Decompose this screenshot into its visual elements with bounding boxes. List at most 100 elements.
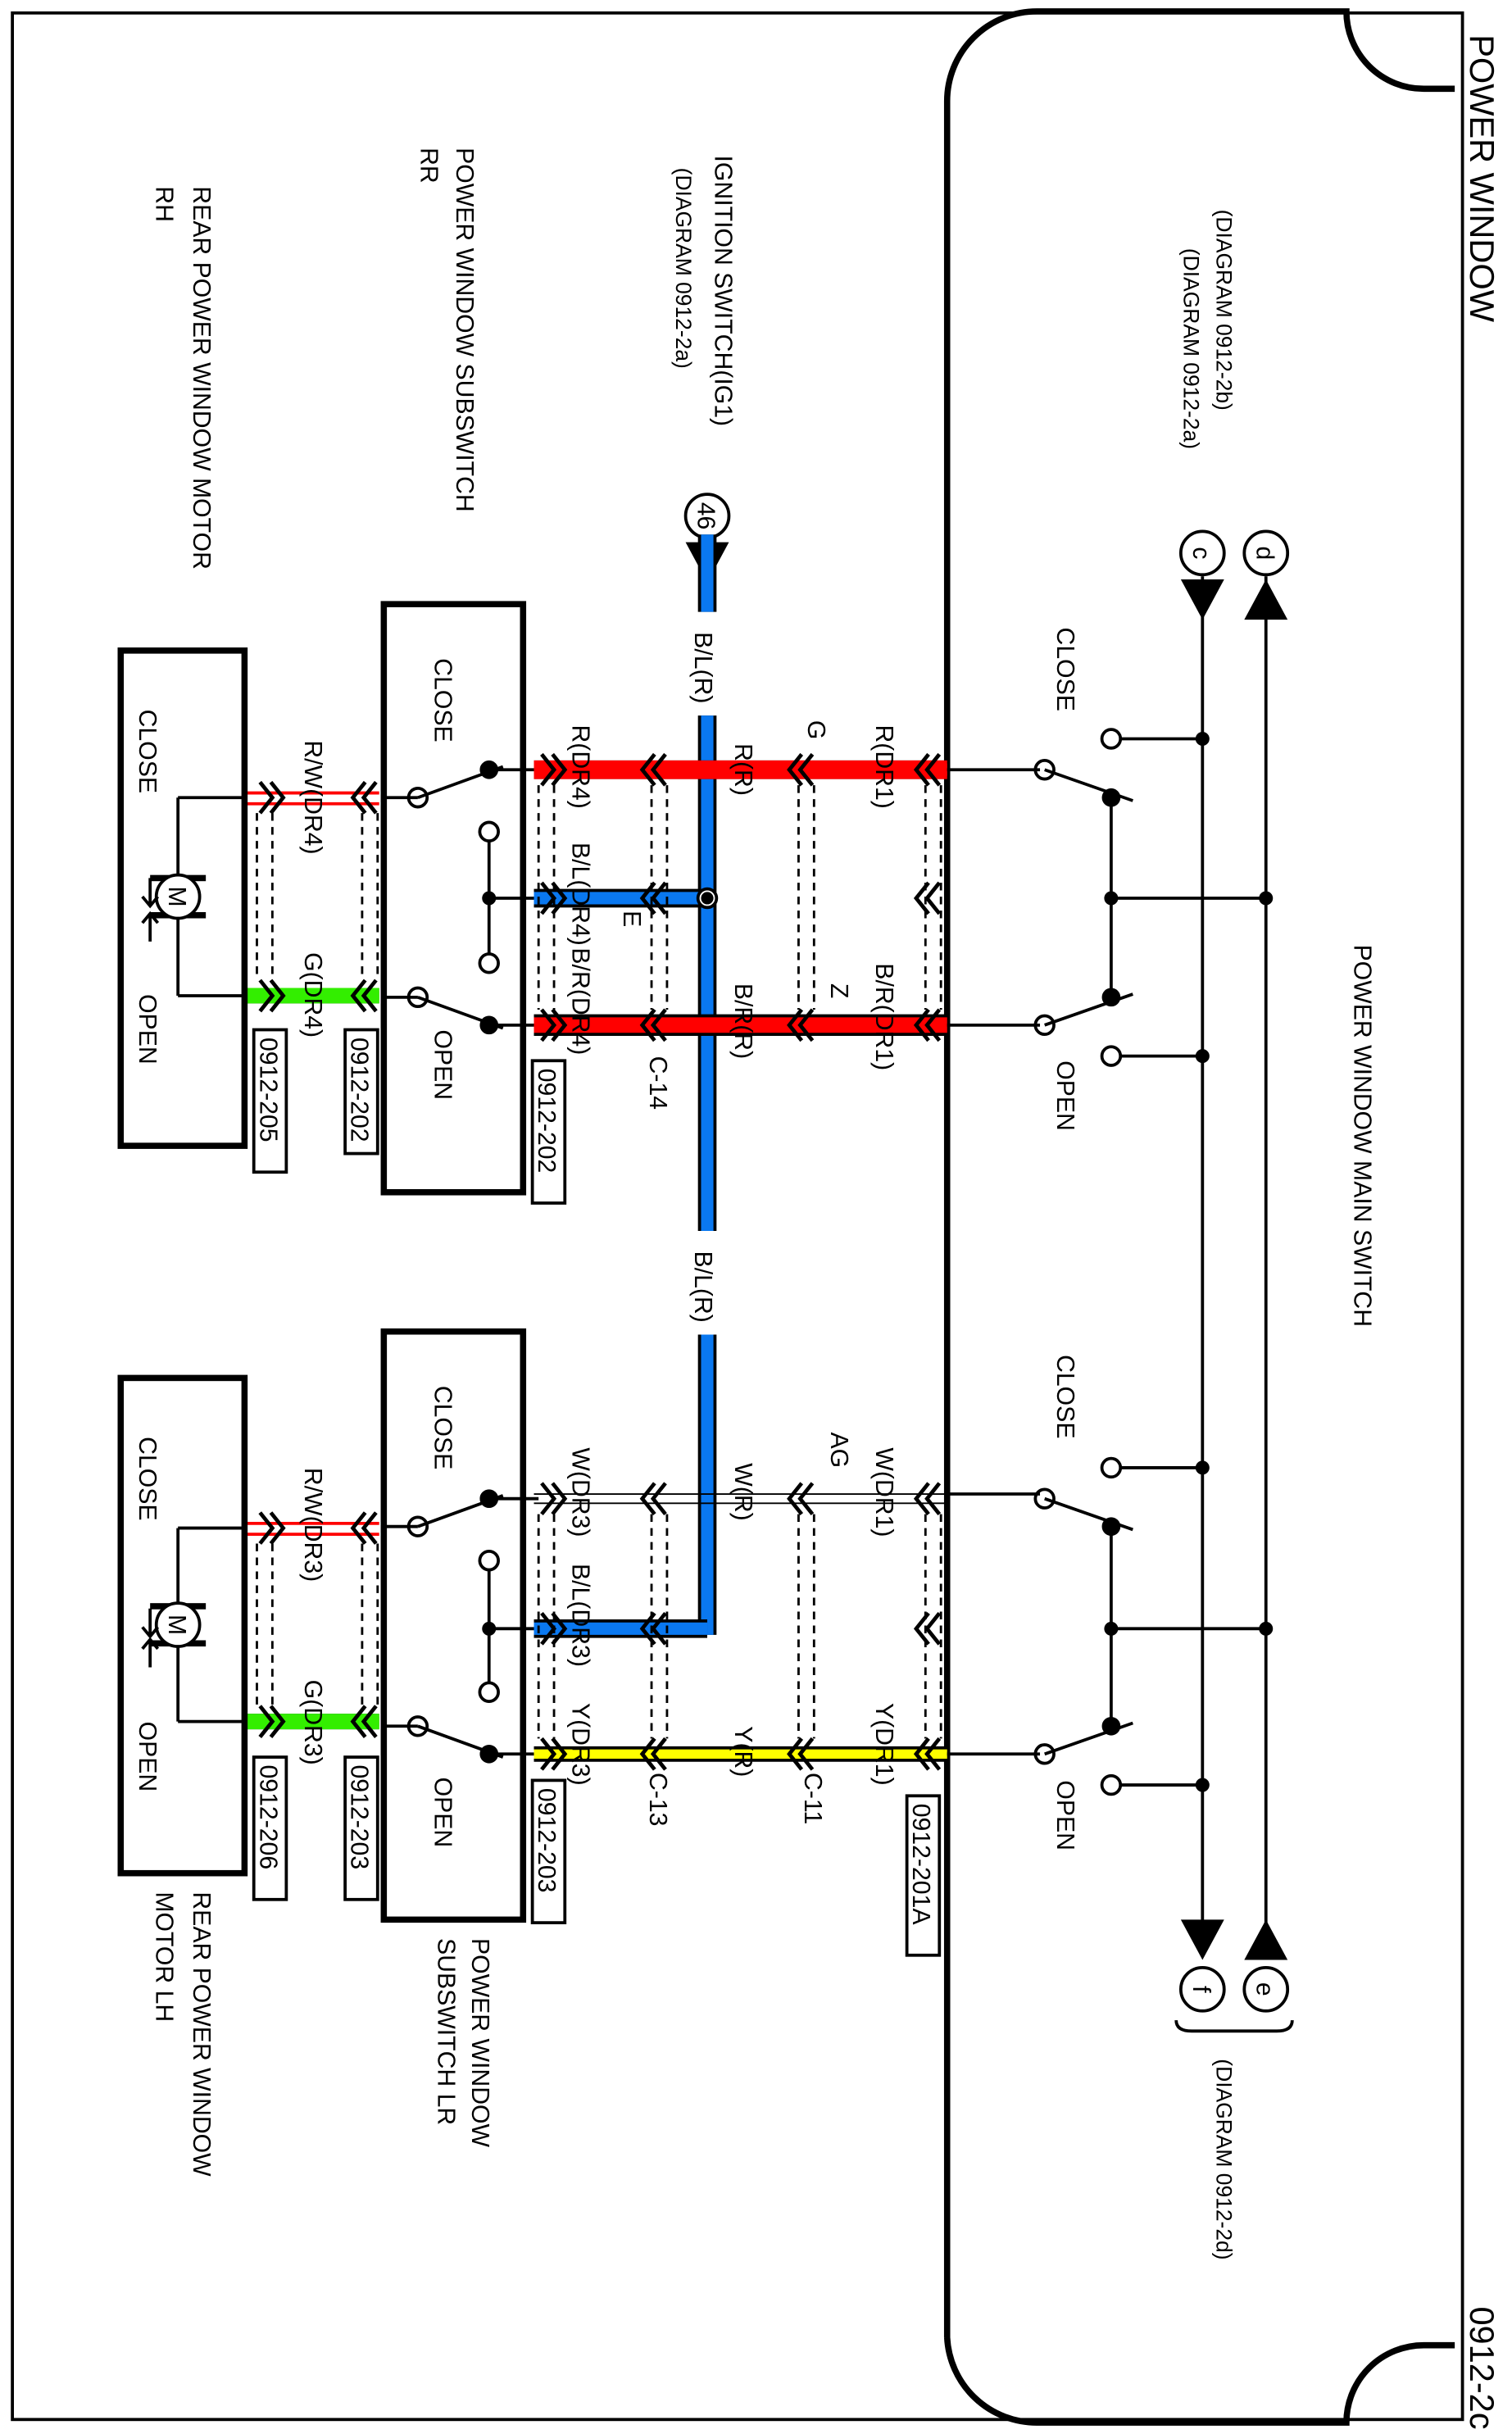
reference-box: 0912-205 bbox=[252, 1028, 288, 1174]
reference-box-frame bbox=[343, 1028, 379, 1156]
motor-lh-open: OPEN bbox=[134, 1722, 161, 1792]
wire-label: B/L(DR3) bbox=[567, 1564, 594, 1667]
connector-chevron bbox=[350, 979, 378, 1013]
reference-label: 0912-202 bbox=[533, 1069, 560, 1174]
reference-box-frame bbox=[252, 1755, 288, 1901]
motor-symbol: M bbox=[163, 887, 190, 907]
reference-box: 0912-202 bbox=[343, 1028, 379, 1156]
wire-label: B/L(R) bbox=[689, 1251, 716, 1323]
terminal-label: d bbox=[1251, 546, 1278, 560]
arrow-down-icon bbox=[141, 1608, 160, 1639]
chevron bbox=[540, 1008, 557, 1042]
wire-label: G(DR3) bbox=[299, 1680, 326, 1765]
terminal-open bbox=[478, 1681, 500, 1703]
subswitch-lr-close: CLOSE bbox=[429, 1386, 456, 1469]
wire-label: R(R) bbox=[729, 743, 756, 796]
chevron bbox=[551, 1611, 568, 1646]
reference-box: 0912-203 bbox=[530, 1778, 567, 1925]
reference-label: 0912-201A bbox=[907, 1804, 934, 1926]
diagram-ref-d: (DIAGRAM 0912-2b) bbox=[1211, 210, 1236, 411]
motor-rh-close: CLOSE bbox=[134, 710, 161, 793]
connector-chevron bbox=[639, 752, 667, 787]
open-label-rr: OPEN bbox=[1051, 1060, 1078, 1131]
wire-label: Z bbox=[825, 983, 852, 998]
connector-chevron bbox=[913, 881, 942, 915]
reference-label: 0912-203 bbox=[346, 1765, 373, 1870]
chevron bbox=[639, 1008, 656, 1042]
chevron bbox=[650, 1482, 667, 1516]
junction-dot bbox=[1104, 891, 1119, 906]
wire-label: Y(R) bbox=[729, 1726, 756, 1777]
wire-label: B/L(DR4) bbox=[567, 842, 594, 946]
arrow-up-icon bbox=[141, 1637, 160, 1668]
chevron bbox=[787, 752, 804, 787]
connector-chevron bbox=[258, 1705, 286, 1738]
reference-box: 0912-202 bbox=[530, 1059, 567, 1205]
terminal-e: e bbox=[1242, 1966, 1290, 2013]
subswitch-rr-label-2: RR bbox=[415, 148, 443, 184]
reference-box: 0912-203 bbox=[343, 1755, 379, 1901]
chevron bbox=[913, 1737, 930, 1771]
splice-dot bbox=[701, 892, 714, 905]
chevron bbox=[540, 1482, 557, 1516]
chevron bbox=[258, 780, 275, 815]
chevron bbox=[540, 752, 557, 787]
arrow-down-icon bbox=[141, 878, 160, 909]
reference-label: 0912-202 bbox=[346, 1038, 373, 1142]
connector-chevron bbox=[913, 1611, 942, 1646]
terminal-circle bbox=[1178, 1966, 1226, 2013]
subswitch-lr-box bbox=[380, 1328, 527, 1923]
page-border bbox=[11, 11, 1464, 2422]
chevron bbox=[258, 1705, 275, 1738]
chevron bbox=[650, 1008, 667, 1042]
connector-chevron bbox=[913, 1482, 942, 1516]
terminal-open bbox=[478, 1550, 500, 1572]
terminal-open bbox=[1100, 1456, 1123, 1479]
terminal-label: e bbox=[1251, 1982, 1278, 1996]
reference-label: 0912-206 bbox=[254, 1765, 281, 1870]
arrow-down-icon bbox=[1180, 1919, 1224, 1960]
chevron bbox=[797, 1482, 815, 1516]
chevron bbox=[913, 1482, 930, 1516]
wire-label: G(DR4) bbox=[299, 952, 326, 1038]
chevron bbox=[797, 1008, 815, 1042]
terminal-circle bbox=[1242, 529, 1290, 577]
subswitch-lr-open: OPEN bbox=[429, 1778, 456, 1848]
reference-box-frame bbox=[530, 1059, 567, 1205]
junction-dot bbox=[1195, 1460, 1210, 1475]
chevron bbox=[350, 1705, 367, 1738]
terminal-f: f bbox=[1178, 1966, 1226, 2013]
wire-label: E bbox=[618, 910, 645, 927]
chevron bbox=[797, 752, 815, 787]
reference-box-frame bbox=[905, 1794, 942, 1957]
wire-label: B/L(R) bbox=[689, 632, 716, 703]
motor-rh-open: OPEN bbox=[134, 994, 161, 1065]
wire-label: R/W(DR3) bbox=[299, 1468, 326, 1582]
terminal-label: 46 bbox=[692, 502, 720, 530]
junction-dot bbox=[1104, 1621, 1119, 1636]
chevron bbox=[551, 881, 568, 915]
ignition-label: IGNITION SWITCH(IG1) bbox=[709, 156, 736, 427]
chevron bbox=[350, 979, 367, 1013]
reference-box-frame bbox=[343, 1755, 379, 1901]
chevron bbox=[924, 752, 942, 787]
chevron bbox=[350, 1511, 367, 1545]
ignition-ref: (DIAGRAM 0912-2a) bbox=[671, 168, 696, 369]
chevron bbox=[361, 979, 378, 1013]
motor-rh-label: REAR POWER WINDOW MOTOR bbox=[188, 186, 215, 570]
wire-label: AG bbox=[825, 1432, 852, 1468]
chevron bbox=[258, 1511, 275, 1545]
terminal-open bbox=[478, 820, 500, 842]
connector-chevron bbox=[540, 1737, 568, 1771]
terminal-46: 46 bbox=[683, 493, 731, 539]
chevron bbox=[269, 1705, 286, 1738]
chevron bbox=[551, 1008, 568, 1042]
wire-label: B/R(DR1) bbox=[870, 963, 897, 1070]
wire-label: G bbox=[802, 720, 829, 740]
chevron bbox=[924, 1611, 942, 1646]
terminal-open bbox=[1100, 728, 1123, 750]
chevron bbox=[924, 881, 942, 915]
connector-chevron bbox=[350, 1511, 378, 1545]
chevron bbox=[551, 1482, 568, 1516]
